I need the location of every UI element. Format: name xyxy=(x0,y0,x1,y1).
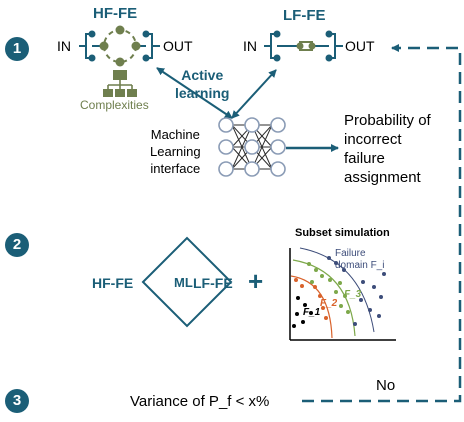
f3-label: F_3 xyxy=(344,289,362,300)
ml-label: ML xyxy=(174,275,193,290)
lf-fe-step2-label: LF-FE xyxy=(193,275,233,291)
hf-in-label: IN xyxy=(57,38,71,54)
hf-fe-complexity-nodes xyxy=(99,25,141,67)
hf-fe-nodes xyxy=(88,30,150,62)
lf-fe-nodes xyxy=(273,30,333,62)
no-label: No xyxy=(376,377,396,394)
hf-fe-step2-label: HF-FE xyxy=(92,275,134,291)
active-learning-arrow-lf xyxy=(231,69,277,119)
lf-out-label: OUT xyxy=(345,38,375,54)
lf-in-label: IN xyxy=(243,38,257,54)
lf-fe-simplified-nodes xyxy=(296,42,316,50)
subset-simulation-plot xyxy=(289,247,396,341)
complexities-label: Complexities xyxy=(80,98,149,112)
step-number-2: 2 xyxy=(5,233,29,257)
hf-fe-title: HF-FE xyxy=(93,5,138,22)
f2-label: F_2 xyxy=(320,298,338,309)
ml-interface-label: Machine Learning interface xyxy=(150,127,201,176)
lf-fe-title: LF-FE xyxy=(283,7,326,24)
hierarchy-icon xyxy=(103,70,137,97)
step-number-1: 1 xyxy=(5,37,29,61)
variance-condition: Variance of P_f < x% xyxy=(130,393,270,410)
active-learning-arrow-hf xyxy=(156,67,233,119)
subset-simulation-title: Subset simulation xyxy=(295,227,390,239)
neural-network-icon xyxy=(218,117,286,177)
f1-label: F_1 xyxy=(303,307,321,318)
probability-label: Probability of incorrect failure assignm… xyxy=(344,112,431,186)
hf-out-label: OUT xyxy=(163,38,193,54)
ml-diamond xyxy=(141,236,233,328)
step-number-3: 3 xyxy=(5,389,29,413)
failure-domain-label: Failure domain F_i xyxy=(335,248,385,271)
active-learning-label: Active learning xyxy=(175,67,230,101)
plus-sign: + xyxy=(248,266,264,296)
feedback-loop-line xyxy=(302,44,462,403)
